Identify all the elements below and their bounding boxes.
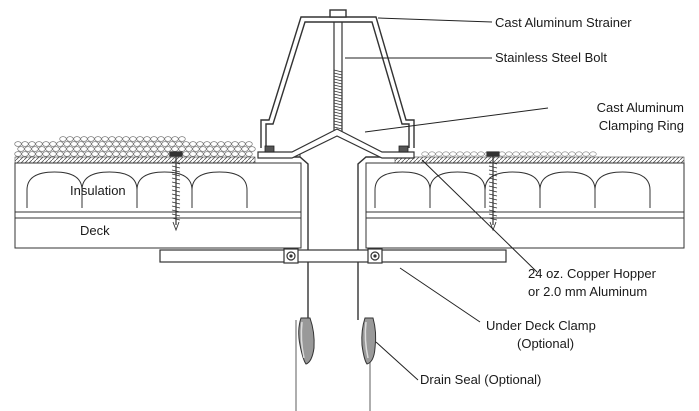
cast-aluminum-clamping-ring (257, 128, 415, 159)
under-deck-clamp (159, 248, 507, 264)
insulation-flutes-right (374, 171, 651, 208)
insulation-board-left (14, 162, 302, 213)
leader-strainer (377, 17, 493, 23)
bolt-head (329, 9, 347, 18)
label-strainer: Cast Aluminum Strainer (495, 15, 632, 30)
labels: Cast Aluminum Strainer Stainless Steel B… (70, 15, 684, 387)
roof-assembly-left (14, 136, 302, 249)
label-insulation: Insulation (70, 183, 126, 198)
label-ring-line2: Clamping Ring (599, 118, 684, 133)
cast-aluminum-strainer (260, 9, 415, 148)
label-clamp-line1: Under Deck Clamp (486, 318, 596, 333)
deck-left (14, 211, 302, 219)
membrane-left (14, 156, 256, 164)
label-hopper-line1: 24 oz. Copper Hopper (528, 266, 657, 281)
label-hopper-line2: or 2.0 mm Aluminum (528, 284, 647, 299)
leader-lines (345, 17, 549, 381)
leader-ring (364, 107, 549, 133)
gravel-ballast-right (421, 151, 597, 157)
ring-bolt-right (398, 145, 409, 153)
leader-clamp (399, 267, 481, 323)
roof-assembly-right (365, 151, 685, 249)
label-bolt: Stainless Steel Bolt (495, 50, 607, 65)
gravel-ballast-left (14, 136, 256, 157)
anchor-screw-left (169, 151, 183, 232)
label-seal: Drain Seal (Optional) (420, 372, 541, 387)
insulation-flutes-left (26, 171, 248, 208)
label-clamp-line2: (Optional) (517, 336, 574, 351)
leader-hopper (421, 159, 538, 273)
anchor-screw-right (486, 151, 500, 232)
leader-seal (375, 341, 419, 381)
deck-panel-left (14, 217, 302, 249)
membrane-right (394, 156, 685, 164)
stainless-steel-bolt (333, 22, 343, 133)
deck-right (365, 211, 685, 219)
drain-seal (298, 317, 377, 365)
deck-panel-right (365, 217, 685, 249)
insulation-board-right (365, 162, 685, 213)
label-deck: Deck (80, 223, 110, 238)
ring-bolt-left (264, 145, 275, 153)
label-ring-line1: Cast Aluminum (597, 100, 684, 115)
